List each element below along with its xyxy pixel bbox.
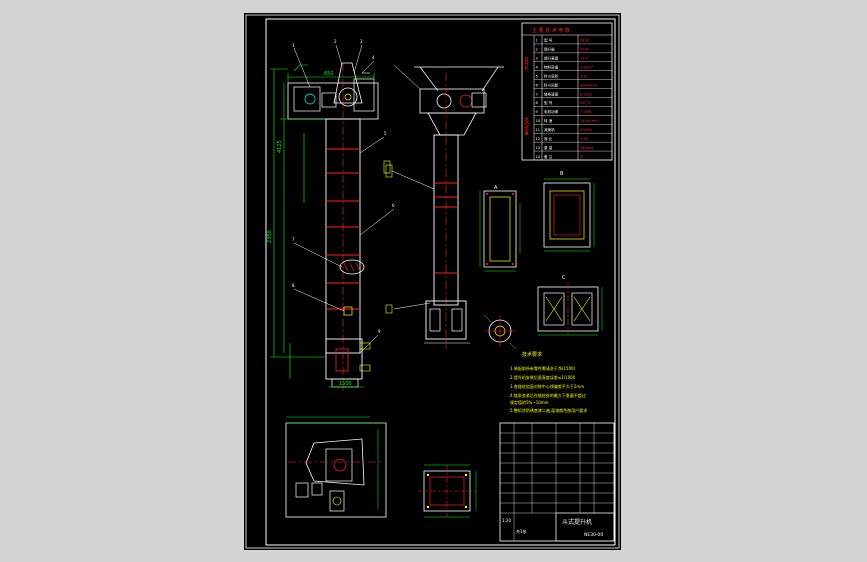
sprocket-detail xyxy=(483,314,517,350)
drawing-scale: 1:20 xyxy=(502,518,511,523)
param-side-label-1: 提升机 xyxy=(524,56,529,72)
param-row-value: 3.8L xyxy=(580,74,588,78)
param-row-value: 1450r/min xyxy=(580,119,599,123)
title-block: 斗式提升机 NE30-00 1:20 共1张 xyxy=(499,422,615,542)
param-row-value: 0.5m/s xyxy=(580,92,592,96)
tech-req-line-1: 1.装配前所有零件需清洗干净(1500) xyxy=(510,365,576,371)
drawing-title: 斗式提升机 xyxy=(562,518,592,526)
param-row-value: 1:40 xyxy=(580,137,589,141)
tech-req-line-4: 4.链条张紧后在链轮处的最大下垂量不超过 xyxy=(510,392,586,398)
param-row-name: 速 比 xyxy=(544,136,553,141)
param-row-name: 转 速 xyxy=(544,118,553,123)
svg-text:6: 6 xyxy=(392,203,395,208)
main-dim-bottom: 1500 xyxy=(339,381,352,387)
param-table-header: 主 要 技 术 参 数 xyxy=(532,27,570,34)
param-row-index: 12 xyxy=(536,137,541,141)
param-row-name: 重 量 xyxy=(544,145,553,150)
param-row-name: 型 号 xyxy=(544,38,553,43)
section-view-a: A xyxy=(479,185,521,272)
svg-text:1: 1 xyxy=(292,43,295,48)
param-row-name: 料斗容积 xyxy=(544,73,559,78)
tech-req-line-3: 3.各链轮齿面对称中心线偏差不大于2mm xyxy=(510,383,584,389)
drawing-number: NE30-00 xyxy=(584,532,603,538)
main-dim-overall: 4125 xyxy=(277,140,283,153)
tech-req-title: 技术要求 xyxy=(522,351,542,358)
param-row-value: NE30 xyxy=(580,39,590,43)
svg-text:4: 4 xyxy=(372,55,375,60)
section-label-a: A xyxy=(494,185,498,191)
param-row-index: 6 xyxy=(536,83,539,87)
param-row-index: 2 xyxy=(536,48,538,52)
param-row-value: 1.6t/m³ xyxy=(580,65,594,69)
tech-req-line-2: 2.提升机安装后垂直度误差≤1/1000 xyxy=(510,374,576,380)
param-row-index: 3 xyxy=(536,57,538,61)
param-row-name: 提升量 xyxy=(544,47,555,52)
svg-text:8: 8 xyxy=(292,283,295,288)
param-row-name: 链条速度 xyxy=(544,91,559,96)
section-view-c: C xyxy=(537,275,603,336)
svg-text:5: 5 xyxy=(384,131,387,136)
side-elevation-view xyxy=(385,64,504,349)
head-plan-view xyxy=(285,416,387,518)
param-row-index: 4 xyxy=(536,65,539,69)
tech-req-line-5: 规定值的5%~10mm xyxy=(510,399,549,405)
tech-req-line-6: 5.整机涂防锈底漆二遍,面漆颜色按用户要求 xyxy=(510,407,587,413)
param-row-index: 13 xyxy=(536,146,541,150)
parameter-table: 主 要 技 术 参 数 提升机 驱动装置 1 型 号 NE30 2 提升量 30t/h 3 提… xyxy=(521,22,613,161)
param-row-index: 10 xyxy=(536,119,541,123)
param-row-name: 电机功率 xyxy=(544,109,559,114)
param-row-value: 30t/h xyxy=(580,48,589,52)
param-row-index: 9 xyxy=(536,110,539,114)
param-row-name: 料斗间距 xyxy=(544,82,559,87)
outer-frame xyxy=(245,14,620,549)
param-row-value: 304.8mm xyxy=(580,83,598,87)
param-row-value: 12m xyxy=(580,57,589,61)
inner-frame xyxy=(265,18,616,546)
param-row-index: 8 xyxy=(536,101,539,105)
section-label-c: C xyxy=(562,275,566,281)
param-row-value: 7.5kW xyxy=(580,110,592,114)
param-row-name: 备 注 xyxy=(544,154,553,159)
technical-requirements: 技术要求 1.装配前所有零件需清洗干净(1500) 2.提升机安装后垂直度误差≤… xyxy=(510,351,587,413)
param-row-name: 型 号 xyxy=(544,100,553,105)
param-row-name: 提升高度 xyxy=(544,56,559,61)
section-view-b: B xyxy=(543,171,595,252)
main-elevation-view: 2350 4125 1500 650 1 2 3 4 5 6 7 8 9 xyxy=(267,39,395,393)
param-row-index: 7 xyxy=(536,92,538,96)
param-row-value: YZ7.5 xyxy=(580,101,590,105)
svg-text:2: 2 xyxy=(334,39,337,44)
svg-text:9: 9 xyxy=(378,329,381,334)
main-dim-top: 650 xyxy=(324,71,334,77)
param-row-name: 物料容重 xyxy=(544,64,559,69)
svg-text:7: 7 xyxy=(292,237,295,242)
param-row-index: 14 xyxy=(536,155,541,159)
param-row-value: ZQ350 xyxy=(580,128,593,132)
section-label-b: B xyxy=(560,171,564,177)
svg-text:3: 3 xyxy=(360,39,363,44)
param-row-index: 1 xyxy=(536,39,538,43)
param-row-name: 减速机 xyxy=(544,127,555,132)
boot-plan-view xyxy=(418,464,477,518)
param-row-value: 2600kg xyxy=(580,146,594,150)
param-side-label-2: 驱动装置 xyxy=(524,117,529,137)
main-dim-height: 2350 xyxy=(267,230,273,243)
param-row-index: 11 xyxy=(536,128,541,132)
param-row-index: 5 xyxy=(536,74,538,78)
param-row-value: 无 xyxy=(580,155,584,159)
drawing-sheet-count: 共1张 xyxy=(516,528,527,534)
